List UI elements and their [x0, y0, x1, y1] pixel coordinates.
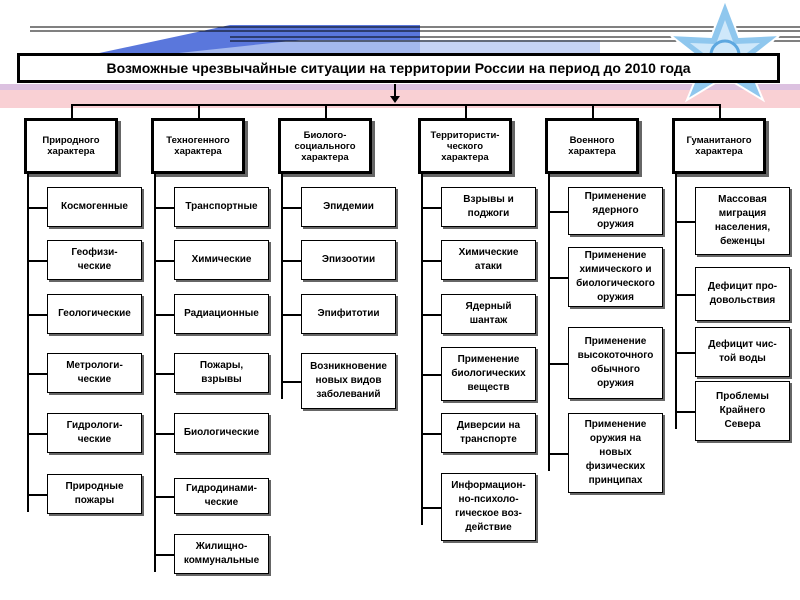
branch-connector	[27, 207, 47, 209]
branch-connector	[154, 260, 174, 262]
branch-connector	[27, 314, 47, 316]
category-box: Биолого- социального характера	[278, 118, 372, 174]
branch-connector	[548, 363, 568, 365]
category-drop	[592, 104, 594, 118]
branch-connector	[154, 433, 174, 435]
branch-connector	[421, 507, 441, 509]
hazard-item: Пожары, взрывы	[174, 353, 269, 393]
hazard-item: Геологические	[47, 294, 142, 334]
branch-connector	[281, 314, 301, 316]
hazard-item: Применение ядерного оружия	[568, 187, 663, 235]
title-connector	[394, 84, 396, 98]
branch-connector	[281, 381, 301, 383]
hazard-item: Радиационные	[174, 294, 269, 334]
hazard-item: Эпифитотии	[301, 294, 396, 334]
hazard-item: Применение высокоточного обычного оружия	[568, 327, 663, 399]
hazard-item: Массовая миграция населения, беженцы	[695, 187, 790, 255]
branch-connector	[421, 374, 441, 376]
lavender-band	[0, 84, 800, 90]
branch-connector	[421, 207, 441, 209]
category-label: Территористи- ческого характера	[430, 129, 500, 163]
branch-connector	[154, 373, 174, 375]
branch-connector	[421, 260, 441, 262]
hazard-item: Геофизи- ческие	[47, 240, 142, 280]
hazard-item: Эпизоотии	[301, 240, 396, 280]
category-box: Территористи- ческого характера	[418, 118, 512, 174]
category-box: Техногенного характера	[151, 118, 245, 174]
hazard-item: Взрывы и поджоги	[441, 187, 536, 227]
category-drop	[71, 104, 73, 118]
hazard-item: Транспортные	[174, 187, 269, 227]
branch-connector	[548, 453, 568, 455]
hazard-item: Гидрологи- ческие	[47, 413, 142, 453]
category-label: Военного характера	[568, 135, 616, 157]
light-blue-stripe	[160, 40, 600, 55]
branch-connector	[281, 207, 301, 209]
branch-connector	[27, 433, 47, 435]
category-label: Природного характера	[42, 135, 100, 157]
branch-connector	[421, 433, 441, 435]
category-label: Техногенного характера	[166, 135, 230, 157]
branch-connector	[675, 294, 695, 296]
hazard-item: Возникновение новых видов заболеваний	[301, 353, 396, 409]
category-drop	[719, 104, 721, 118]
title-arrow-icon	[390, 96, 400, 103]
branch-connector	[27, 494, 47, 496]
hazard-item: Космогенные	[47, 187, 142, 227]
hazard-item: Биологические	[174, 413, 269, 453]
branch-connector	[675, 352, 695, 354]
tree-spine	[421, 174, 423, 525]
hazard-item: Применение химического и биологического …	[568, 247, 663, 307]
hazard-item: Информацион- но-психоло- гическое воз- д…	[441, 473, 536, 541]
category-drop	[325, 104, 327, 118]
tree-spine	[675, 174, 677, 429]
hazard-item: Химические	[174, 240, 269, 280]
branch-connector	[154, 314, 174, 316]
hazard-item: Диверсии на транспорте	[441, 413, 536, 453]
hazard-item: Гидродинами- ческие	[174, 478, 269, 514]
hazard-item: Применение оружия на новых физических пр…	[568, 413, 663, 493]
hazard-item: Химические атаки	[441, 240, 536, 280]
tree-spine	[548, 174, 550, 471]
branch-connector	[27, 260, 47, 262]
tree-spine	[27, 174, 29, 512]
diagram-title: Возможные чрезвычайные ситуации на терри…	[17, 53, 780, 83]
hazard-item: Эпидемии	[301, 187, 396, 227]
hazard-item: Дефицит чис- той воды	[695, 327, 790, 377]
tree-spine	[281, 174, 283, 399]
branch-connector	[548, 277, 568, 279]
hazard-item: Дефицит про- довольствия	[695, 267, 790, 321]
category-bus	[71, 104, 720, 106]
branch-connector	[27, 373, 47, 375]
category-drop	[465, 104, 467, 118]
hazard-item: Ядерный шантаж	[441, 294, 536, 334]
branch-connector	[154, 554, 174, 556]
branch-connector	[281, 260, 301, 262]
category-label: Биолого- социального характера	[294, 129, 356, 163]
hazard-item: Проблемы Крайнего Севера	[695, 381, 790, 441]
category-box: Гуманитаного характера	[672, 118, 766, 174]
hazard-item: Применение биологических веществ	[441, 347, 536, 401]
branch-connector	[154, 496, 174, 498]
hazard-item: Жилищно- коммунальные	[174, 534, 269, 574]
hazard-item: Природные пожары	[47, 474, 142, 514]
branch-connector	[421, 314, 441, 316]
hazard-item: Метрологи- ческие	[47, 353, 142, 393]
branch-connector	[548, 211, 568, 213]
category-label: Гуманитаного характера	[686, 135, 752, 157]
category-box: Военного характера	[545, 118, 639, 174]
category-box: Природного характера	[24, 118, 118, 174]
branch-connector	[675, 411, 695, 413]
branch-connector	[154, 207, 174, 209]
category-drop	[198, 104, 200, 118]
branch-connector	[675, 221, 695, 223]
